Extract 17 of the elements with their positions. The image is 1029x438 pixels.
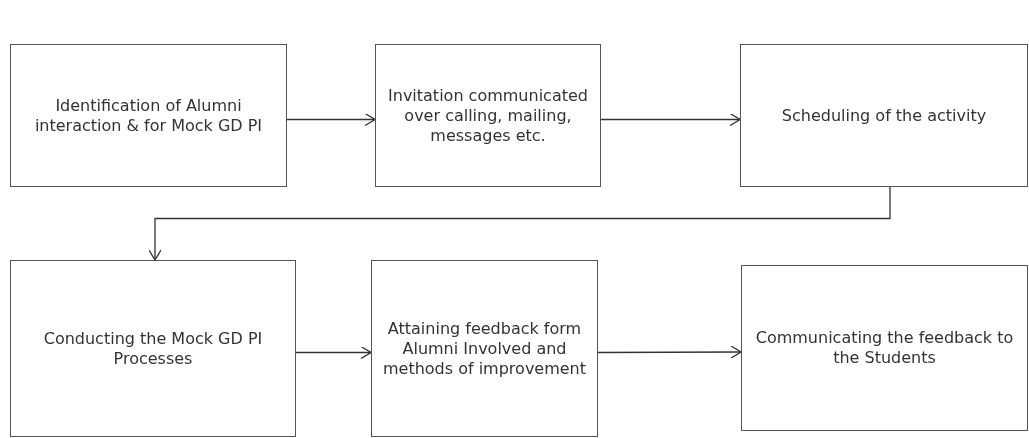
box-label: Identification of Alumni interaction & for Mock GD PI — [33, 95, 264, 136]
box-label: Conducting the Mock GD PI Processes — [42, 328, 264, 369]
arrow — [148, 186, 891, 261]
arrow — [597, 345, 742, 359]
process-box — [10, 44, 287, 187]
box-label: Attaining feedback form Alumni Involved and methods of improvement — [381, 318, 588, 379]
arrow — [600, 112, 741, 127]
process-box — [740, 44, 1028, 187]
process-box — [10, 260, 296, 437]
process-box — [371, 260, 598, 437]
box-label: Communicating the feedback to the Students — [754, 328, 1015, 368]
process-box — [741, 265, 1028, 431]
arrow — [286, 112, 376, 127]
box-label: Invitation communicated over calling, mailing, messages etc. — [387, 85, 589, 146]
box-label: Scheduling of the activity — [781, 105, 987, 126]
process-box — [375, 44, 601, 187]
arrow — [295, 345, 372, 360]
